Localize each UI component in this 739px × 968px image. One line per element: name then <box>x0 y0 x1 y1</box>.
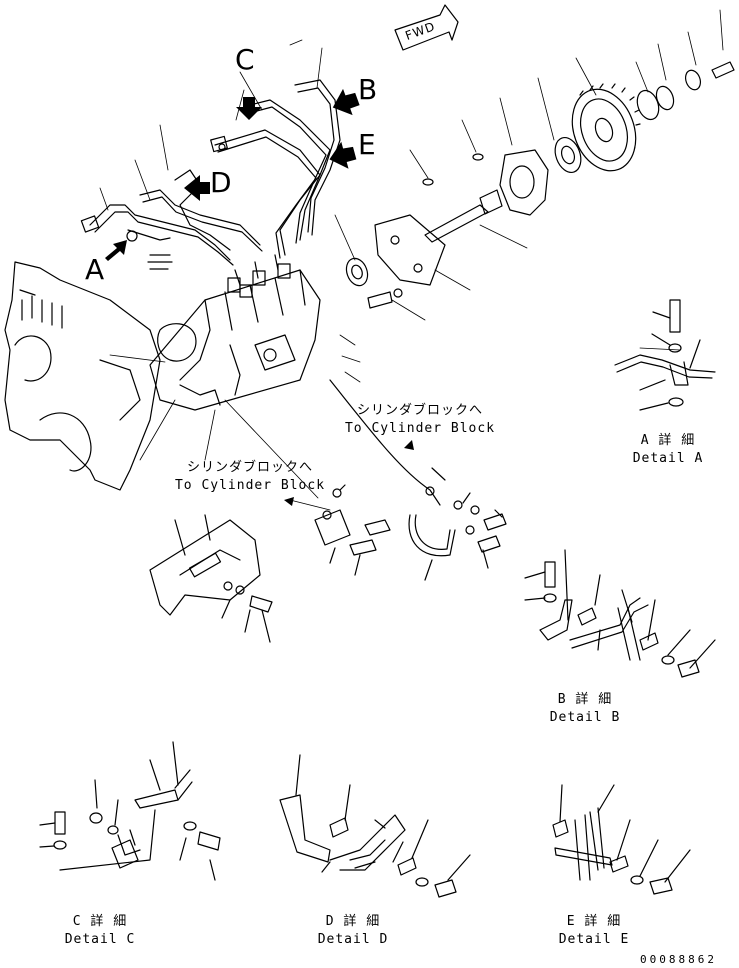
to-block-label-2-jp: シリンダブロックへ <box>186 460 313 475</box>
view-letter-a: A <box>85 253 105 286</box>
view-letter-c: C <box>235 43 255 76</box>
lube-tube-assembly <box>329 379 507 581</box>
arrow-b-icon <box>332 88 360 116</box>
to-block-label-1-en: To Cylinder Block <box>344 421 496 436</box>
arrow-a-icon <box>105 240 127 261</box>
detail-a-drawing <box>614 299 716 411</box>
detail-a-label-jp: A 詳 細 <box>640 433 696 448</box>
detail-d-drawing <box>279 754 471 898</box>
injection-tubes <box>80 79 341 286</box>
arrow-e-icon <box>329 141 357 169</box>
detail-c-label-en: Detail C <box>64 932 136 947</box>
arrow-c-icon <box>236 97 262 120</box>
to-block-pointers <box>284 440 414 506</box>
detail-e-drawing <box>552 784 691 895</box>
detail-b-label-jp: B 詳 細 <box>557 692 613 707</box>
to-block-label-1-jp: シリンダブロックへ <box>356 403 483 418</box>
pump-bracket <box>149 484 391 643</box>
view-letter-d: D <box>210 166 232 199</box>
detail-a-label-en: Detail A <box>632 451 704 466</box>
injection-pump <box>149 263 321 411</box>
fwd-arrow-outline <box>394 4 459 51</box>
arrow-d-icon <box>184 175 210 201</box>
detail-b-label-en: Detail B <box>549 710 621 725</box>
view-arrows <box>105 88 360 261</box>
detail-d-label-jp: D 詳 細 <box>325 914 381 929</box>
detail-e-label-jp: E 詳 細 <box>566 914 622 929</box>
detail-b-drawing <box>524 549 716 678</box>
leader-lines <box>99 9 724 511</box>
to-block-label-2-en: To Cylinder Block <box>174 478 326 493</box>
view-letter-b: B <box>358 73 378 106</box>
detail-c-label-jp: C 詳 細 <box>72 914 128 929</box>
detail-c-drawing <box>39 741 221 881</box>
document-number: 00088862 <box>640 953 717 966</box>
detail-e-label-en: Detail E <box>558 932 630 947</box>
detail-d-label-en: Detail D <box>317 932 389 947</box>
view-letter-e: E <box>358 128 376 161</box>
engine-block-outline <box>4 261 161 491</box>
drive-gear-train <box>345 61 735 309</box>
